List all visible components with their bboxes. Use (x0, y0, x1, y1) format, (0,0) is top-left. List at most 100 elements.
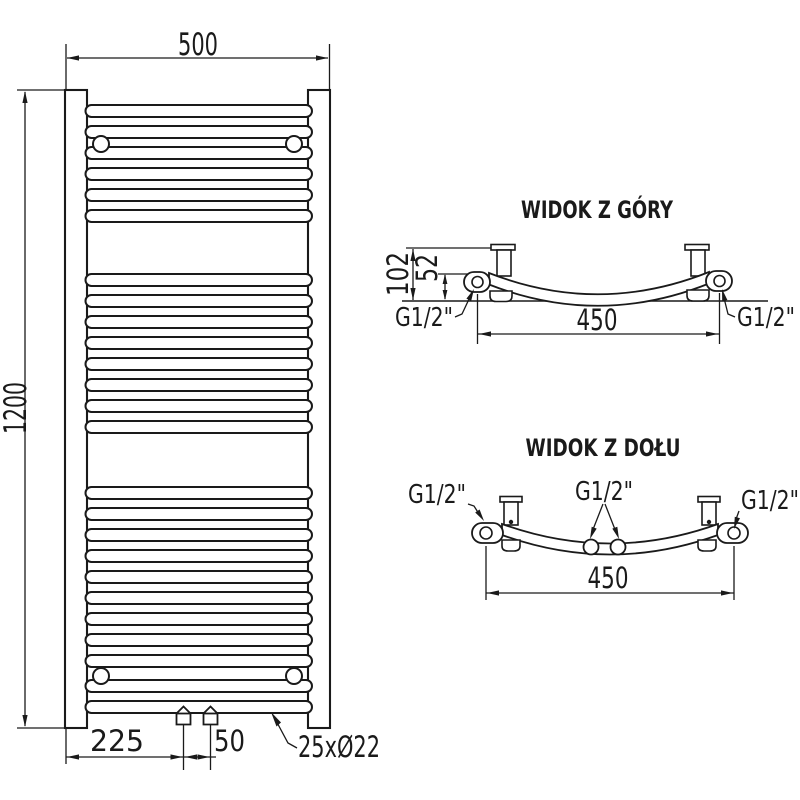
dim-width-label: 500 (178, 27, 218, 63)
thread-label-top-right: G1/2" (722, 289, 795, 333)
arrowhead (487, 590, 499, 596)
curved-tube-bottom-view (501, 522, 719, 556)
bracket-foot (686, 289, 710, 302)
thread-hole (727, 526, 741, 540)
rung (84, 549, 313, 563)
center-connection (609, 538, 627, 556)
arrowhead (410, 249, 416, 261)
arrowhead (271, 712, 281, 727)
top-view: WIDOK Z GÓRY 102 52 (381, 194, 795, 344)
thread-label-bottom-right: G1/2" (734, 486, 799, 529)
arrowhead (197, 754, 210, 760)
bracket-foot (489, 290, 513, 303)
tube-count-note: 25xØ22 (271, 712, 380, 764)
wall-bracket-right (684, 243, 710, 277)
arrowhead (410, 288, 416, 300)
dim-tube-depth-label: 52 (410, 254, 444, 282)
bottom-view: WIDOK Z DOŁU G1/2" (408, 434, 799, 600)
arrowhead (442, 274, 448, 284)
arrowhead (722, 289, 728, 302)
arrowhead (612, 526, 619, 539)
rung (84, 654, 313, 668)
front-view: 500 1200 (0, 27, 380, 770)
rung (84, 146, 313, 160)
thread-hole (479, 526, 493, 540)
rung (84, 167, 313, 181)
thread-label: G1/2" (575, 477, 633, 507)
wall-bracket-right (697, 495, 721, 526)
rung (84, 378, 313, 392)
dim-span-label: 450 (588, 561, 629, 595)
dim-bottom: 225 50 (65, 724, 245, 770)
bracket-foot (697, 539, 717, 552)
dim-span-label: 450 (577, 303, 618, 337)
bracket-cap (697, 495, 721, 503)
rung (84, 294, 313, 308)
rung (84, 633, 313, 647)
thread-label: G1/2" (408, 480, 466, 510)
mounting-brackets (92, 135, 303, 685)
bracket-cap (499, 495, 523, 503)
bracket-column (690, 249, 706, 277)
bracket-hole (92, 667, 110, 685)
rung (84, 570, 313, 584)
wall-bracket-left (490, 243, 516, 277)
rung (84, 399, 313, 413)
thread-label-top-left: G1/2" (395, 289, 474, 333)
thread-label-bottom-center: G1/2" (575, 477, 633, 539)
bracket-column (701, 501, 717, 526)
arrowhead (479, 331, 491, 337)
dim-valve-spacing-label: 50 (214, 724, 245, 758)
rung (84, 486, 313, 500)
rung (84, 209, 313, 223)
center-connection (582, 538, 600, 556)
top-view-title: WIDOK Z GÓRY (521, 194, 673, 224)
thread-hole (471, 275, 484, 289)
arrowhead (475, 509, 484, 521)
bracket-dot (508, 519, 514, 525)
dim-span-bottom: 450 (485, 546, 735, 600)
rung (84, 679, 313, 693)
collector-end-left (471, 522, 504, 544)
dim-height-label: 1200 (0, 382, 34, 434)
wall-bracket-left (499, 495, 523, 526)
rung (84, 612, 313, 626)
rung (84, 104, 313, 118)
arrowhead (185, 754, 197, 760)
rung (84, 315, 313, 329)
bracket-cap (684, 243, 710, 251)
thread-hole (713, 274, 726, 288)
bracket-foot (501, 539, 521, 552)
valve (202, 705, 219, 726)
thread-label-bottom-left: G1/2" (408, 480, 484, 521)
valve (175, 705, 192, 726)
bracket-cap (490, 243, 516, 251)
rung (84, 273, 313, 287)
rung (84, 357, 313, 371)
collector-end-left (463, 271, 491, 293)
rung (84, 336, 313, 350)
bracket-column (496, 249, 512, 277)
collector-end-right (716, 522, 749, 544)
arrowhead (721, 590, 733, 596)
leader-line (723, 297, 736, 318)
dim-offset-label: 225 (90, 724, 144, 758)
bracket-hole (92, 135, 110, 153)
arrowhead (22, 91, 28, 103)
rung (84, 125, 313, 139)
dim-span-top: 450 (476, 293, 721, 344)
arrowhead (67, 754, 79, 760)
bracket-hole (285, 135, 303, 153)
rung (84, 507, 313, 521)
dim-height: 1200 (0, 89, 64, 729)
rungs (84, 104, 313, 714)
rung (84, 188, 313, 202)
bracket-dot (706, 519, 712, 525)
rung (84, 528, 313, 542)
arrowhead (22, 715, 28, 727)
dim-tube-depth-52: 52 (410, 254, 468, 300)
valve-connections (175, 705, 219, 726)
bracket-hole (285, 667, 303, 685)
arrowhead (316, 55, 328, 61)
